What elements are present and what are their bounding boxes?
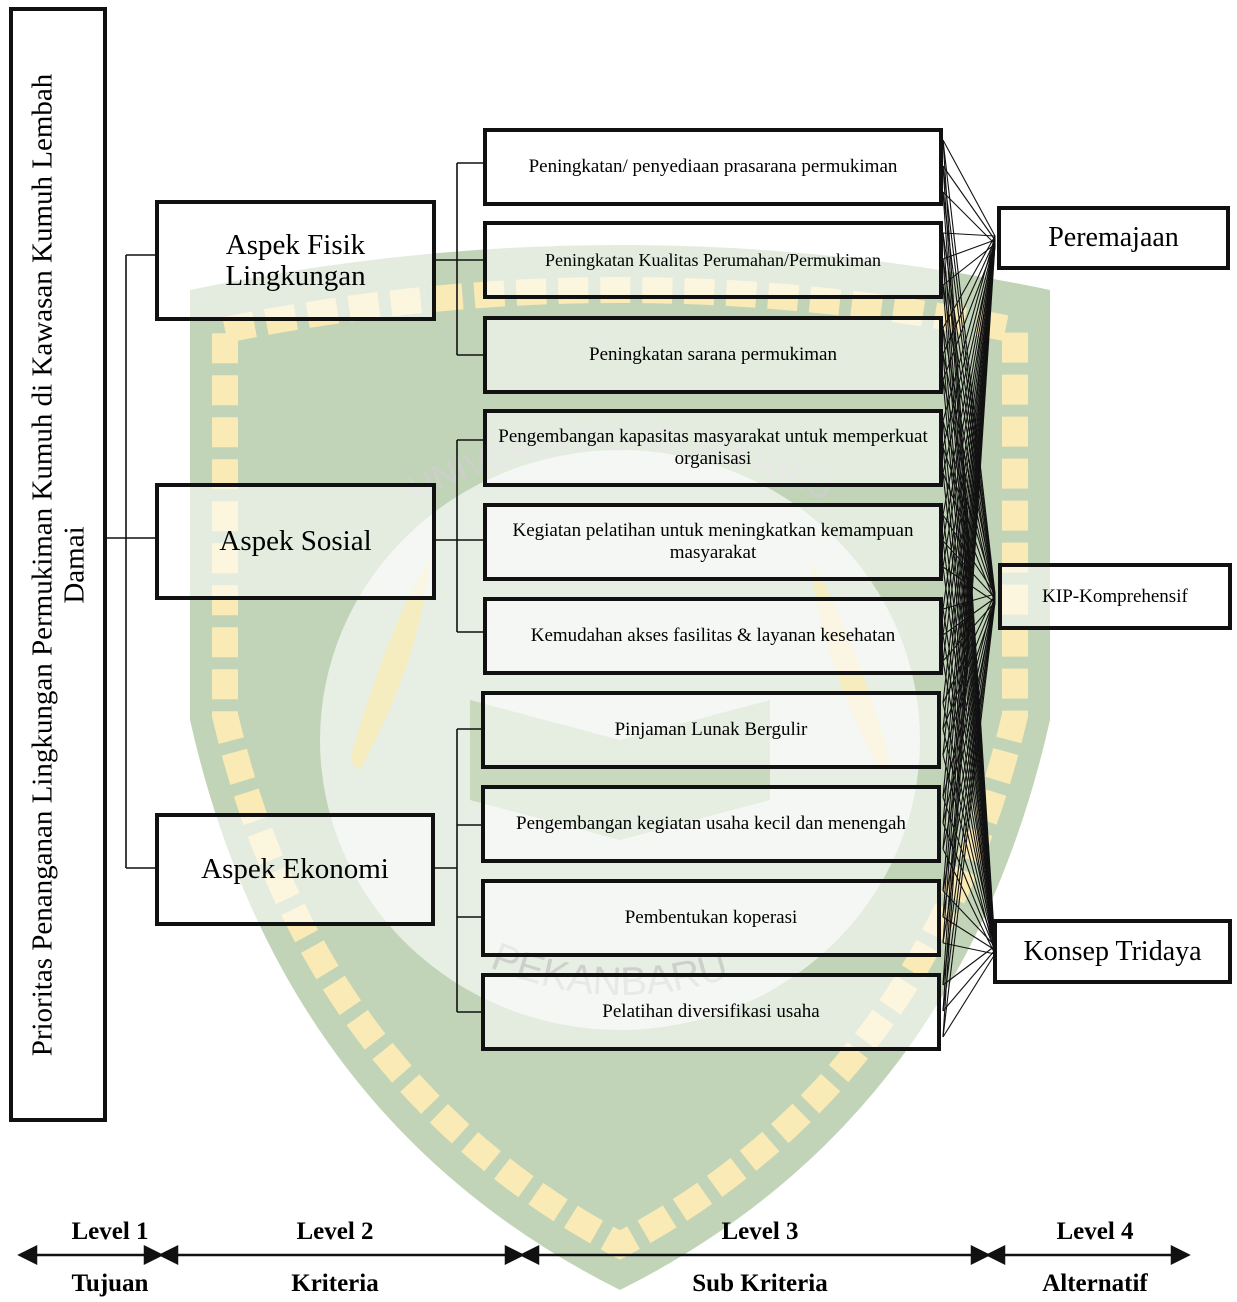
subcriteria-alternative-connector [942,353,996,599]
seal-leaf-left [350,560,430,770]
subcriteria-box: Pengembangan kegiatan usaha kecil dan me… [481,785,941,863]
subcriteria-alternative-connector [942,593,996,986]
arrowhead [519,1244,540,1266]
arrowhead [504,1244,525,1266]
alternative-box: Peremajaan [997,206,1230,270]
arrowhead [158,1244,179,1266]
subcriteria-alternative-connector [942,243,996,1038]
criteria-box-sosial: Aspek Sosial [155,483,436,600]
subcriteria-alternative-connector [942,239,996,918]
subcriteria-alternative-connector [942,239,996,355]
subcriteria-alternative-connector [942,239,996,448]
subcriteria-alternative-connector [942,239,996,824]
subcriteria-alternative-connector [942,235,996,610]
subcriteria-alternative-connector [942,232,996,237]
subcriteria-alternative-connector [942,239,996,542]
subcriteria-alternative-connector [942,601,996,1038]
level-2-name: Kriteria [291,1270,379,1297]
subcriteria-alternative-connector [942,235,996,516]
alternative-label: Konsep Tridaya [1023,935,1202,967]
subcriteria-box: Kemudahan akses fasilitas & layanan kese… [483,597,943,675]
subcriteria-alternative-connector [942,165,996,241]
subcriteria-label: Pengembangan kapasitas masyarakat untuk … [498,426,928,469]
subcriteria-alternative-connector [942,953,996,1038]
subcriteria-box: Pengembangan kapasitas masyarakat untuk … [483,409,943,487]
subcriteria-alternative-connector [942,235,996,422]
alternative-label: KIP-Komprehensif [1042,585,1188,607]
level-3-label: Level 3 [721,1218,799,1245]
subcriteria-label: Peningkatan/ penyediaan prasarana permuk… [528,156,898,177]
subcriteria-label: Pinjaman Lunak Bergulir [614,719,808,740]
subcriteria-alternative-connector [942,593,996,892]
subcriteria-label: Peningkatan Kualitas Perumahan/Permukima… [545,250,881,270]
subcriteria-label: Pelatihan diversifikasi usaha [602,1001,820,1022]
subcriteria-label: Peningkatan sarana permukiman [589,344,837,365]
criteria-label: Aspek Sosial [219,525,372,557]
level-4-name: Alternatif [1042,1270,1148,1297]
subcriteria-alternative-connector [942,165,996,599]
subcriteria-alternative-connector [942,239,996,730]
subcriteria-box: Kegiatan pelatihan untuk meningkatkan ke… [483,503,943,581]
subcriteria-box: Pinjaman Lunak Bergulir [481,691,941,769]
arrowhead [143,1244,164,1266]
subcriteria-alternative-connector [942,235,996,704]
subcriteria-alternative-connector [942,514,996,947]
subcriteria-alternative-connector [942,235,996,329]
subcriteria-alternative-connector [942,593,996,798]
criteria-box-fisik: Aspek Fisik Lingkungan [155,200,436,321]
subcriteria-alternative-connector [942,235,996,798]
level-3-name: Sub Kriteria [692,1270,828,1297]
subcriteria-alternative-connector [942,446,996,599]
subcriteria-alternative-connector [942,597,996,1012]
subcriteria-alternative-connector [942,514,996,595]
subcriteria-alternative-connector [942,139,996,595]
arrowhead [985,1244,1006,1266]
subcriteria-alternative-connector [942,420,996,595]
arrowhead [17,1244,38,1266]
subcriteria-alternative-connector [942,728,996,951]
arrowhead [970,1244,991,1266]
subcriteria-alternative-connector [942,139,996,237]
level-4-label: Level 4 [1056,1218,1134,1245]
subcriteria-box: Peningkatan sarana permukiman [483,316,943,394]
criteria-label: Aspek Ekonomi [201,853,389,885]
alternative-label: Peremajaan [1048,222,1179,253]
goal-box: Prioritas Penanganan Lingkungan Permukim… [9,7,107,1122]
subcriteria-label: Pengembangan kegiatan usaha kecil dan me… [516,813,906,834]
subcriteria-alternative-connector [942,446,996,951]
subcriteria-alternative-connector [942,258,996,599]
subcriteria-alternative-connector [942,239,996,260]
subcriteria-box: Peningkatan/ penyediaan prasarana permuk… [483,128,943,206]
subcriteria-alternative-connector [942,353,996,951]
criteria-label: Aspek Fisik Lingkungan [225,228,366,292]
alternative-box: KIP-Komprehensif [998,563,1232,630]
subcriteria-box: Pelatihan diversifikasi usaha [481,973,941,1051]
subcriteria-alternative-connector [942,235,996,892]
subcriteria-alternative-connector [942,593,996,610]
subcriteria-box: Pembentukan koperasi [481,879,941,957]
level-1-label: Level 1 [71,1218,149,1245]
subcriteria-alternative-connector [942,327,996,595]
subcriteria-label: Kemudahan akses fasilitas & layanan kese… [530,625,896,646]
subcriteria-alternative-connector [942,232,996,595]
level-1-name: Tujuan [71,1270,149,1297]
subcriteria-label: Pembentukan koperasi [624,907,798,928]
subcriteria-alternative-connector [942,239,996,636]
criteria-box-ekonomi: Aspek Ekonomi [155,813,435,926]
level-2-label: Level 2 [296,1218,374,1245]
subcriteria-alternative-connector [942,945,996,986]
arrowhead [1170,1244,1191,1266]
subcriteria-alternative-connector [942,420,996,947]
subcriteria-box: Peningkatan Kualitas Perumahan/Permukima… [483,221,943,299]
alternative-box: Konsep Tridaya [993,919,1232,984]
subcriteria-label: Kegiatan pelatihan untuk meningkatkan ke… [512,520,914,563]
subcriteria-alternative-connector [942,949,996,1012]
